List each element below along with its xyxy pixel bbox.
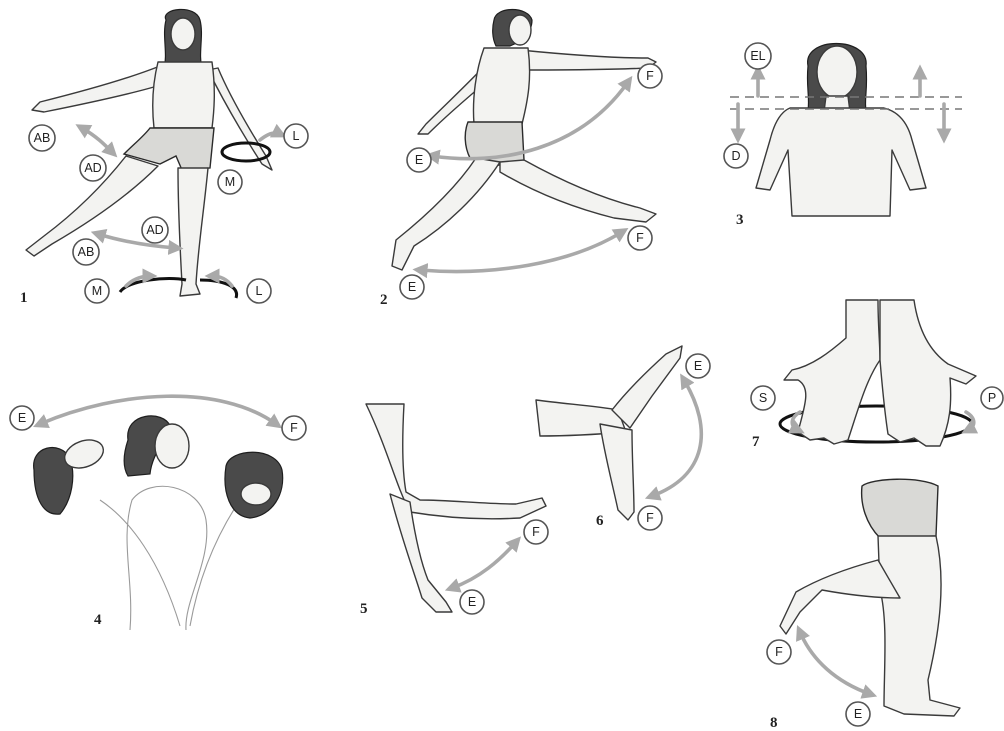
figure-2-label-f-leg: F bbox=[628, 226, 652, 250]
svg-text:P: P bbox=[988, 391, 996, 405]
figure-4-neutral-head bbox=[155, 424, 189, 468]
figure-1-label-l-floor: L bbox=[247, 279, 271, 303]
figure-5-label-e: E bbox=[460, 590, 484, 614]
figure-2-torso bbox=[473, 48, 529, 124]
svg-text:L: L bbox=[293, 129, 300, 143]
figure-8-knee-arrow bbox=[800, 632, 870, 694]
figure-7-pronated-hand bbox=[880, 300, 976, 446]
figure-1-label-ab-arm: AB bbox=[29, 125, 55, 151]
figure-3-head bbox=[817, 46, 857, 98]
figure-1-label-ad-leg: AD bbox=[142, 217, 168, 243]
figure-1-standing-leg bbox=[178, 168, 208, 296]
figure-1-label-m-arm: M bbox=[218, 170, 242, 194]
svg-text:F: F bbox=[290, 421, 298, 435]
figure-4-flexed-head bbox=[241, 483, 271, 505]
figure-7-label-s: S bbox=[751, 386, 775, 410]
figure-number-5: 5 bbox=[360, 601, 368, 617]
figure-1-label-l-arm: L bbox=[284, 124, 308, 148]
svg-text:M: M bbox=[92, 284, 102, 298]
figure-number-7: 7 bbox=[752, 434, 760, 450]
figure-3-shoulder-elevation: EL D 3 bbox=[724, 43, 962, 228]
figure-4-label-f: F bbox=[282, 416, 306, 440]
figure-1-floor-rotation-ring bbox=[120, 279, 237, 299]
figure-6-wrist-flexion: E F 6 bbox=[536, 346, 710, 530]
figure-8-standing-leg bbox=[878, 536, 960, 716]
svg-text:S: S bbox=[759, 391, 767, 405]
figure-6-extended-hand bbox=[612, 346, 682, 428]
svg-text:AB: AB bbox=[34, 131, 51, 145]
figure-6-wrist-arrow bbox=[652, 380, 701, 496]
figure-1-label-m-floor: M bbox=[85, 279, 109, 303]
figure-1-arm-abduction-arrow bbox=[82, 128, 112, 152]
figure-1-label-ad-arm: AD bbox=[80, 155, 106, 181]
figure-4-neck-lines bbox=[100, 500, 240, 626]
svg-text:AD: AD bbox=[146, 223, 163, 237]
figure-number-1: 1 bbox=[20, 290, 28, 306]
figure-2-label-e-leg: E bbox=[400, 275, 424, 299]
figure-number-8: 8 bbox=[770, 715, 778, 731]
figure-4-label-e: E bbox=[10, 406, 34, 430]
svg-text:F: F bbox=[646, 69, 654, 83]
svg-text:F: F bbox=[532, 525, 540, 539]
figure-2-front-leg bbox=[500, 160, 656, 222]
svg-text:E: E bbox=[18, 411, 26, 425]
figure-3-label-d: D bbox=[724, 144, 748, 168]
figure-2-label-e-arm: E bbox=[407, 148, 431, 172]
svg-text:F: F bbox=[636, 231, 644, 245]
svg-text:EL: EL bbox=[750, 49, 765, 63]
svg-text:E: E bbox=[854, 707, 862, 721]
svg-text:AB: AB bbox=[78, 245, 95, 259]
figure-6-label-e: E bbox=[686, 354, 710, 378]
figure-7-label-p: P bbox=[981, 387, 1003, 409]
figure-1-arm-lateral-arrow bbox=[260, 133, 280, 140]
figure-3-label-el: EL bbox=[745, 43, 771, 69]
figure-2-shoulder-hip-flexion: F E F E 2 bbox=[380, 10, 662, 309]
figure-1-shoulder-hip-abduction: AB AD M L AD AB M L 1 bbox=[20, 9, 308, 306]
figure-4-body-outline bbox=[127, 486, 207, 630]
figure-number-6: 6 bbox=[596, 513, 604, 529]
figure-2-back-leg bbox=[392, 158, 500, 270]
figure-8-knee-flexion: F E 8 bbox=[767, 479, 960, 731]
figure-5-label-f: F bbox=[524, 520, 548, 544]
figure-8-shorts bbox=[862, 479, 938, 538]
figure-2-label-f-arm: F bbox=[638, 64, 662, 88]
figure-5-elbow-arrow bbox=[452, 542, 516, 588]
figure-1-head bbox=[171, 18, 195, 50]
svg-text:L: L bbox=[256, 284, 263, 298]
figure-4-neck-flexion: E F 4 bbox=[10, 396, 306, 630]
figure-2-hip-arrow bbox=[420, 232, 622, 271]
figure-3-torso bbox=[756, 108, 926, 216]
figure-1-raised-arm bbox=[32, 66, 164, 112]
figure-2-forward-arm bbox=[520, 50, 656, 70]
svg-text:M: M bbox=[225, 175, 235, 189]
svg-text:D: D bbox=[731, 149, 740, 163]
figure-1-hanging-arm bbox=[208, 68, 272, 170]
figure-5-elbow-flexion: F E 5 bbox=[360, 404, 548, 617]
svg-text:F: F bbox=[775, 645, 783, 659]
figure-number-3: 3 bbox=[736, 212, 744, 228]
figure-2-head bbox=[509, 15, 531, 45]
figure-7-supinated-hand bbox=[784, 300, 880, 444]
figure-8-label-f: F bbox=[767, 640, 791, 664]
svg-text:E: E bbox=[694, 359, 702, 373]
svg-text:E: E bbox=[408, 280, 416, 294]
figure-6-flexed-hand bbox=[600, 424, 634, 520]
svg-text:AD: AD bbox=[84, 161, 101, 175]
figure-7-supination-pronation: S P 7 bbox=[751, 300, 1003, 450]
svg-text:F: F bbox=[646, 511, 654, 525]
figure-8-flexed-lower-leg bbox=[780, 560, 900, 634]
figure-8-label-e: E bbox=[846, 702, 870, 726]
figure-number-2: 2 bbox=[380, 292, 388, 308]
figure-1-label-ab-leg: AB bbox=[73, 239, 99, 265]
figure-6-label-f: F bbox=[638, 506, 662, 530]
svg-text:E: E bbox=[468, 595, 476, 609]
figure-number-4: 4 bbox=[94, 612, 102, 628]
figure-1-torso bbox=[153, 62, 215, 128]
svg-text:E: E bbox=[415, 153, 423, 167]
